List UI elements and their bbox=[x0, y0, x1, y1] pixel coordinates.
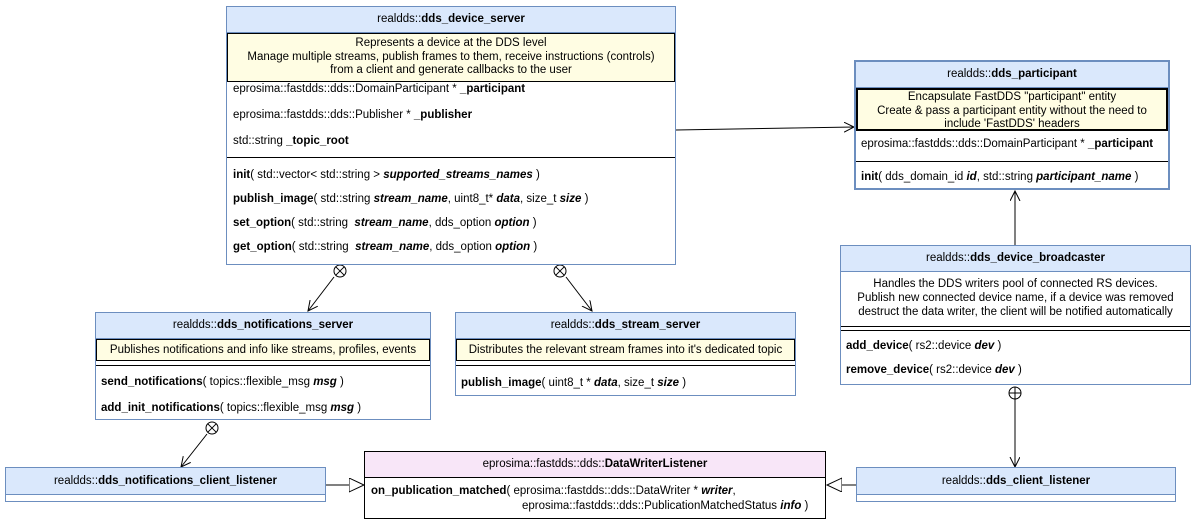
class-namespace: realdds:: bbox=[550, 319, 595, 331]
class-name: dds_participant bbox=[991, 68, 1077, 80]
class-header: realdds::dds_notifications_server bbox=[96, 313, 430, 339]
class-description: Publishes notifications and info like st… bbox=[96, 339, 430, 361]
nesting-device-server-notifications-server bbox=[308, 264, 347, 311]
class-dds-stream-server[interactable]: realdds::dds_stream_server Distributes t… bbox=[455, 312, 796, 396]
method-on-publication-matched-line2: eprosima::fastdds::dds::PublicationMatch… bbox=[522, 500, 809, 512]
class-header: realdds::dds_participant bbox=[856, 62, 1168, 88]
attribute-publisher: eprosima::fastdds::dds::Publisher * _pub… bbox=[233, 109, 473, 121]
class-header: realdds::dds_device_broadcaster bbox=[841, 246, 1190, 272]
class-dds-device-broadcaster[interactable]: realdds::dds_device_broadcaster Handles … bbox=[840, 245, 1191, 385]
method-get-option: get_option( std::string stream_name, dds… bbox=[233, 241, 538, 253]
method-set-option: set_option( std::string stream_name, dds… bbox=[233, 217, 537, 229]
class-name: DataWriterListener bbox=[604, 458, 708, 470]
class-dds-participant[interactable]: realdds::dds_participant Encapsulate Fas… bbox=[854, 60, 1170, 190]
class-name: dds_notifications_client_listener bbox=[98, 475, 278, 487]
class-header: realdds::dds_notifications_client_listen… bbox=[6, 468, 325, 495]
divider bbox=[96, 365, 430, 366]
method-add-init-notifications: add_init_notifications( topics::flexible… bbox=[101, 402, 362, 414]
class-header: realdds::dds_stream_server bbox=[456, 313, 795, 339]
divider bbox=[841, 326, 1190, 327]
nesting-notifications-server-client-listener bbox=[181, 421, 219, 467]
class-description: Encapsulate FastDDS "participant" entity… bbox=[856, 88, 1168, 131]
divider bbox=[456, 365, 795, 366]
class-namespace: eprosima::fastdds::dds:: bbox=[482, 458, 605, 470]
class-description: Handles the DDS writers pool of connecte… bbox=[857, 278, 1174, 318]
divider bbox=[227, 157, 675, 158]
class-header: eprosima::fastdds::dds::DataWriterListen… bbox=[365, 452, 825, 478]
method-publish-image: publish_image( uint8_t * data, size_t si… bbox=[461, 377, 687, 389]
method-init: init( std::vector< std::string > support… bbox=[233, 169, 540, 181]
method-remove-device: remove_device( rs2::device dev ) bbox=[846, 364, 1022, 376]
divider bbox=[841, 330, 1190, 331]
class-name: dds_notifications_server bbox=[216, 319, 354, 331]
class-description: Represents a device at the DDS level Man… bbox=[227, 33, 675, 82]
class-dds-notifications-server[interactable]: realdds::dds_notifications_server Publis… bbox=[95, 312, 431, 420]
attribute-topic-root: std::string _topic_root bbox=[233, 135, 349, 147]
class-namespace: realdds:: bbox=[53, 475, 99, 487]
divider bbox=[856, 161, 1168, 162]
containment-broadcaster-client-listener bbox=[1008, 386, 1022, 467]
method-add-device: add_device( rs2::device dev ) bbox=[846, 340, 1002, 352]
association-device-server-participant bbox=[675, 127, 854, 130]
class-name: dds_device_broadcaster bbox=[970, 252, 1105, 264]
class-name: dds_stream_server bbox=[594, 319, 701, 331]
class-namespace: realdds:: bbox=[947, 68, 992, 80]
attribute-participant: eprosima::fastdds::dds::DomainParticipan… bbox=[233, 83, 526, 95]
class-dds-client-listener[interactable]: realdds::dds_client_listener bbox=[856, 467, 1176, 502]
class-dds-device-server[interactable]: realdds::dds_device_server Represents a … bbox=[226, 6, 676, 265]
class-namespace: realdds:: bbox=[172, 319, 217, 331]
class-namespace: realdds:: bbox=[941, 475, 986, 487]
attribute-participant: eprosima::fastdds::dds::DomainParticipan… bbox=[861, 138, 1154, 150]
class-description: Distributes the relevant stream frames i… bbox=[456, 339, 795, 361]
class-namespace: realdds:: bbox=[926, 252, 971, 264]
class-namespace: realdds:: bbox=[377, 13, 422, 25]
method-send-notifications: send_notifications( topics::flexible_msg… bbox=[101, 376, 344, 388]
method-publish-image: publish_image( std::string stream_name, … bbox=[233, 193, 589, 205]
class-header: realdds::dds_device_server bbox=[227, 7, 675, 33]
nesting-device-server-stream-server bbox=[553, 264, 592, 311]
class-dds-notifications-client-listener[interactable]: realdds::dds_notifications_client_listen… bbox=[5, 467, 326, 502]
class-name: dds_client_listener bbox=[985, 475, 1091, 487]
class-header: realdds::dds_client_listener bbox=[857, 468, 1175, 495]
interface-data-writer-listener[interactable]: eprosima::fastdds::dds::DataWriterListen… bbox=[364, 451, 826, 519]
method-init: init( dds_domain_id id, std::string part… bbox=[861, 171, 1139, 183]
method-on-publication-matched: on_publication_matched( eprosima::fastdd… bbox=[371, 485, 736, 497]
class-name: dds_device_server bbox=[421, 13, 525, 25]
